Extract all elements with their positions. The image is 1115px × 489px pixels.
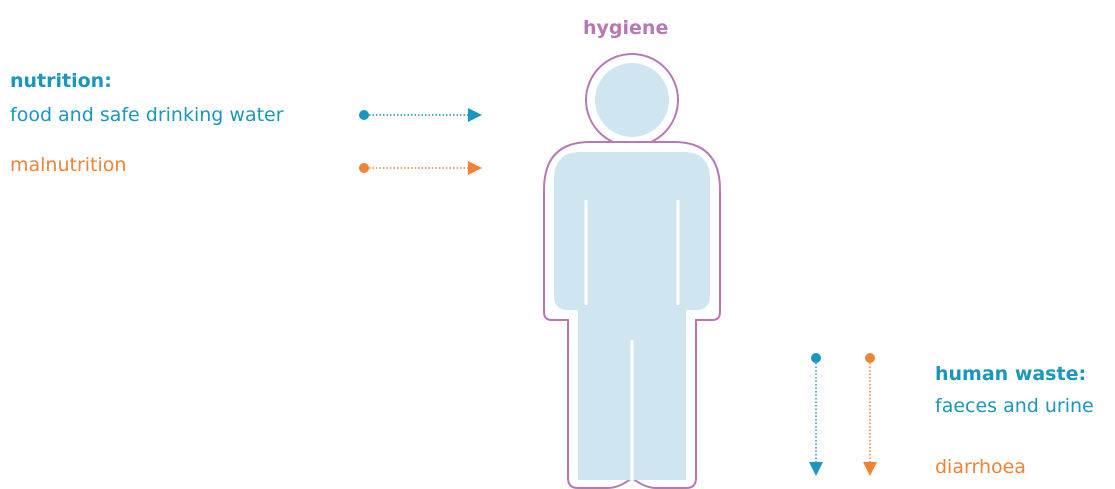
- nutrition-subtitle: food and safe drinking water: [10, 103, 284, 127]
- nutrition-arrow: [359, 108, 482, 122]
- figure-head: [595, 63, 669, 137]
- diarrhoea-label: diarrhoea: [935, 455, 1026, 479]
- human-waste-subtitle: faeces and urine: [935, 394, 1094, 418]
- human-waste-arrow: [809, 353, 823, 476]
- nutrition-title: nutrition:: [10, 69, 112, 93]
- diarrhoea-arrow: [863, 353, 877, 476]
- hygiene-label: hygiene: [583, 16, 668, 40]
- human-waste-title: human waste:: [935, 362, 1086, 386]
- malnutrition-label: malnutrition: [10, 153, 126, 177]
- malnutrition-arrow: [359, 161, 482, 175]
